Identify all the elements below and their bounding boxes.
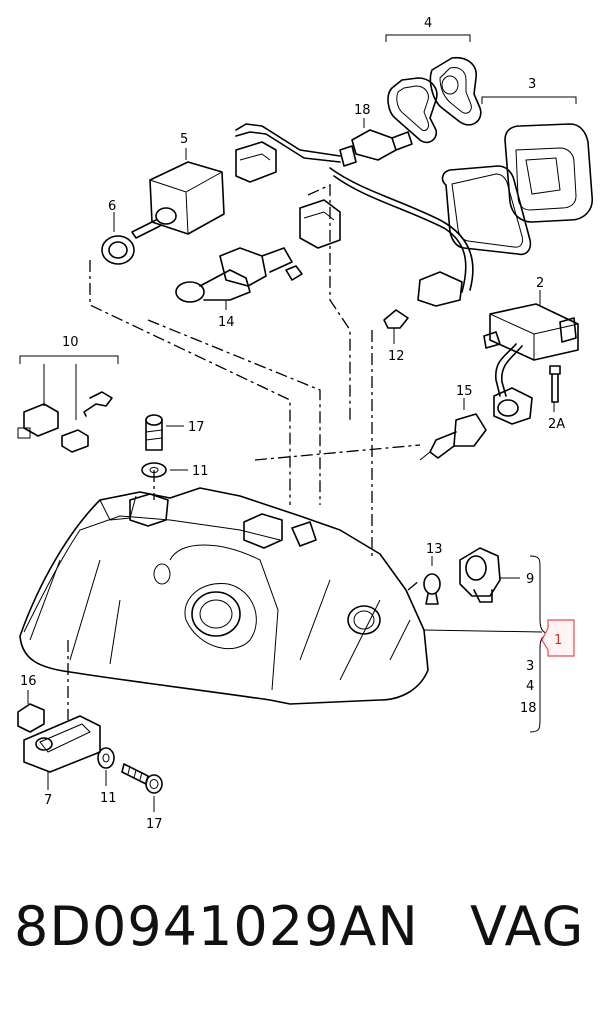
callout-11-upper: 11: [192, 464, 209, 479]
callout-13: 13: [426, 542, 443, 557]
callout-12: 12: [388, 349, 405, 364]
callout-2a: 2A: [548, 417, 565, 432]
part-2-control-unit[interactable]: [483, 290, 579, 425]
part-7-bracket[interactable]: [23, 715, 101, 790]
assembly-item-3: 3: [526, 659, 534, 674]
part-16-repair-tab[interactable]: [17, 690, 45, 733]
part-14-bulb[interactable]: [175, 247, 303, 310]
part-5-leveling-motor[interactable]: [131, 141, 277, 239]
part-1-headlamp[interactable]: [19, 487, 543, 705]
lower-washer-11[interactable]: [97, 747, 115, 786]
part-18-socket[interactable]: [339, 118, 413, 167]
part-2a-screw[interactable]: [549, 365, 561, 412]
part-15-bulb[interactable]: [419, 398, 487, 461]
assembly-guide-lines: [67, 183, 421, 720]
callout-4: 4: [424, 16, 432, 31]
callout-6: 6: [108, 199, 116, 214]
callout-labels: 4 3 18 5 6 14 2 12 10 15 2A 17 11 13 9 1…: [20, 16, 565, 832]
callout-1: 1: [554, 633, 562, 648]
wiring-harness: [235, 123, 474, 307]
part-9-socket[interactable]: [459, 547, 520, 603]
connector-plug: [299, 199, 341, 249]
assembly-item-18: 18: [520, 701, 537, 716]
part-12-bulb[interactable]: [383, 309, 409, 344]
brand-name: VAG: [470, 895, 585, 958]
part-10-clips[interactable]: [17, 355, 119, 453]
part-13-bulb[interactable]: [423, 556, 441, 605]
callout-18: 18: [354, 103, 371, 118]
callout-17-lower: 17: [146, 817, 163, 832]
callout-9: 9: [526, 572, 534, 587]
upper-washer-11[interactable]: [141, 462, 188, 478]
callout-11-lower: 11: [100, 791, 117, 806]
part-6-grommet[interactable]: [101, 212, 135, 265]
part-4-seals[interactable]: [385, 34, 482, 144]
assembly-item-4: 4: [526, 679, 534, 694]
callout-15: 15: [456, 384, 473, 399]
part-3-rear-cover[interactable]: [441, 96, 594, 256]
exploded-parts-diagram: 4 3 18 5 6 14 2 12 10 15 2A 17 11 13 9 1…: [17, 16, 594, 832]
highlighted-callout-1[interactable]: 1: [541, 619, 575, 657]
callout-10: 10: [62, 335, 79, 350]
callout-7: 7: [44, 793, 52, 808]
upper-screw-17[interactable]: [145, 414, 184, 451]
part-number: 8D0941029AN: [14, 895, 419, 958]
lower-screw-17[interactable]: [121, 763, 163, 812]
callout-17-upper: 17: [188, 420, 205, 435]
callout-5: 5: [180, 132, 188, 147]
callout-2: 2: [536, 276, 544, 291]
callout-14: 14: [218, 315, 235, 330]
callout-16: 16: [20, 674, 37, 689]
callout-3: 3: [528, 77, 536, 92]
